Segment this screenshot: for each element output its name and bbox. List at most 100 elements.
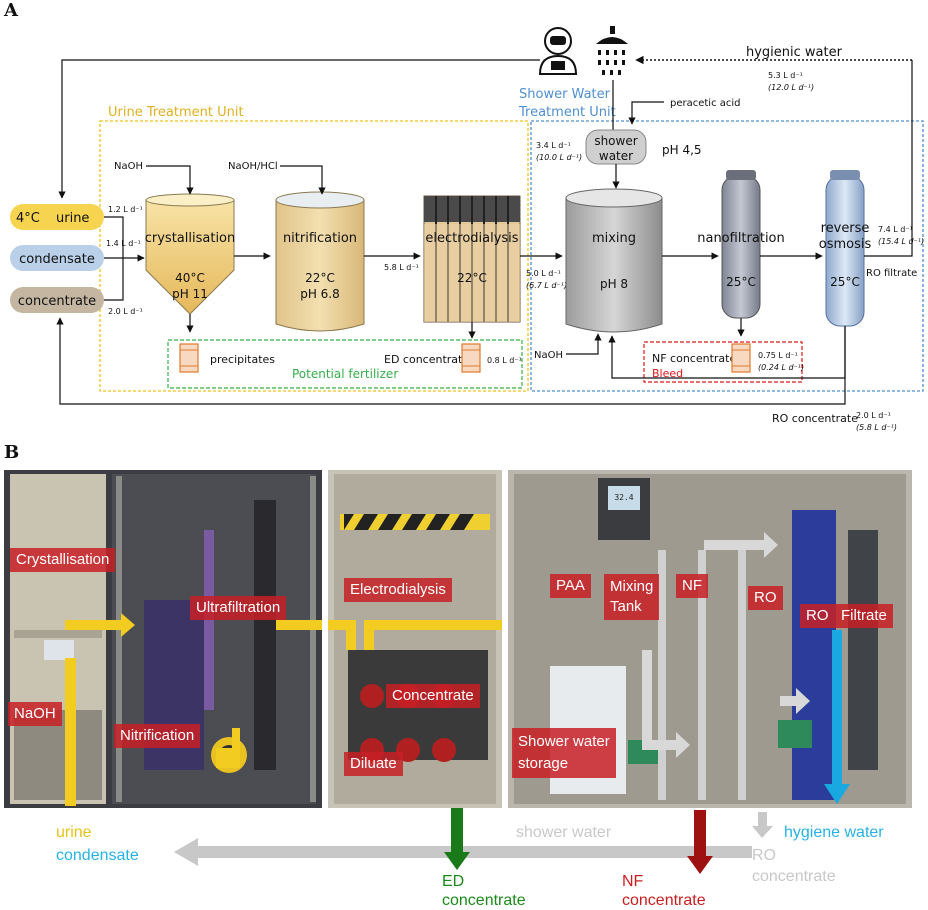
flow-ro-concentrate: 2.0 L d⁻¹ [856, 411, 891, 420]
naoh-mixing-arrow [566, 333, 602, 355]
label-diluate: Diluate [344, 752, 403, 776]
naoh-mixing-label: NaOH [534, 350, 563, 361]
legend-hygiene-water: hygiene water [784, 824, 884, 841]
flow-shower-alt: (10.0 L d⁻¹) [536, 153, 582, 162]
condensate-input: condensate [10, 245, 104, 271]
electrodialysis-stack [423, 195, 521, 323]
nanofiltration-module [721, 170, 761, 319]
ro-filtrate-label: RO filtrate [866, 268, 917, 279]
ro-label-2: osmosis [819, 237, 872, 252]
nf-concentrate-label: NF concentrate [652, 352, 736, 365]
crystallisation-temp: 40°C [175, 271, 205, 285]
label-mixing-tank-line2: Tank [610, 598, 642, 615]
naoh-label: NaOH [114, 161, 143, 172]
ed-concentrate-container-icon [461, 343, 481, 373]
concentrate-input-label: concentrate [18, 294, 96, 309]
flow-ro-filtrate-alt: (15.4 L d⁻¹) [878, 237, 924, 246]
ro-concentrate-return [56, 317, 846, 405]
naoh-hcl-label: NaOH/HCl [228, 161, 278, 172]
shower-icon [596, 26, 628, 75]
ro-concentrate-label: RO concentrate [772, 412, 858, 425]
flow-shower: 3.4 L d⁻¹ [536, 141, 571, 150]
label-concentrate: Concentrate [386, 684, 480, 708]
flow-ed-to-mixing-alt: (6.7 L d⁻¹) [526, 281, 567, 290]
label-naoh: NaOH [8, 702, 62, 726]
crystallisation-ph: pH 11 [172, 287, 208, 301]
nf-concentrate-arrow [687, 810, 713, 874]
label-ro-filtrate: RO Filtrate [800, 604, 893, 628]
precipitates-label: precipitates [210, 353, 275, 366]
shower-tank-ph: pH 4,5 [662, 143, 702, 157]
electrodialysis-temp: 22°C [457, 271, 487, 285]
flow-concentrate: 2.0 L d⁻¹ [108, 307, 143, 316]
shower-tank-label-1: shower [594, 134, 637, 148]
legend-condensate: condensate [56, 847, 139, 864]
mixing-tank [565, 188, 663, 333]
flow-nf-concentrate: 0.75 L d⁻¹ [758, 351, 798, 360]
ed-concentrate-arrow [444, 808, 470, 870]
label-ro: RO [748, 586, 783, 610]
urine-input-label: urine [56, 211, 89, 226]
label-shower-storage-line1: Shower water [518, 733, 610, 750]
nf-concentrate-container-icon [731, 343, 751, 373]
flow-hygienic-alt: (12.0 L d⁻¹) [768, 83, 814, 92]
urine-input: 4°C urine [10, 204, 104, 230]
nanofiltration-temp: 25°C [726, 275, 756, 289]
precipitates-container-icon [179, 343, 199, 373]
flow-ed-concentrate: 0.8 L d⁻¹ [487, 356, 522, 365]
nitrification-ph: pH 6.8 [300, 287, 340, 301]
label-mixing-tank-line1: Mixing [610, 578, 654, 595]
label-ro-filtrate-line1: RO [806, 607, 829, 624]
label-mixing-tank: Mixing Tank [604, 574, 660, 620]
bleed-box [643, 341, 803, 383]
legend-shower-water: shower water [516, 824, 612, 841]
nanofiltration-label: nanofiltration [697, 231, 785, 246]
flow-hygienic: 5.3 L d⁻¹ [768, 71, 803, 80]
label-nitrification: Nitrification [114, 724, 201, 748]
legend-nf-line1: NF [622, 873, 644, 890]
mixing-ph: pH 8 [600, 277, 628, 291]
paa-arrow [628, 101, 664, 125]
legend-nf-line2: concentrate [622, 892, 706, 909]
panel-b-letter: B [4, 442, 20, 463]
concentrate-input: concentrate [10, 287, 104, 313]
label-ro-filtrate-line2: Filtrate [841, 607, 887, 624]
electrodialysis-label: electrodialysis [425, 231, 518, 246]
photo-shower-unit: 32.4 PAA Mixing Tank NF RO RO Filtrate S… [508, 470, 912, 808]
legend-ro-line1: RO [752, 847, 776, 864]
photo-electrodialysis-unit: Electrodialysis Concentrate Diluate [328, 470, 502, 808]
flow-ed-to-mixing: 5.0 L d⁻¹ [526, 269, 561, 278]
pump-display: 32.4 [608, 486, 640, 510]
naoh-arrow [146, 165, 194, 195]
ro-temp: 25°C [830, 275, 860, 289]
label-electrodialysis: Electrodialysis [344, 578, 452, 602]
urine-temperature: 4°C [16, 211, 40, 226]
legend-ed-line1: ED [442, 873, 465, 890]
shower-water-return-arrow [174, 838, 752, 866]
flow-nitrification-to-ed: 5.8 L d⁻¹ [384, 263, 419, 272]
naoh-hcl-arrow [280, 165, 326, 195]
potential-fertilizer-label: Potential fertilizer [292, 367, 398, 381]
photo-urine-unit-arrows [65, 613, 322, 806]
label-paa: PAA [550, 574, 591, 598]
astronaut-icon [538, 27, 578, 75]
flow-ro-concentrate-alt: (5.8 L d⁻¹) [856, 423, 897, 432]
flow-nf-concentrate-alt: (0.24 L d⁻¹) [758, 363, 804, 372]
label-ultrafiltration: Ultrafiltration [190, 596, 287, 620]
flow-ro-filtrate: 7.4 L d⁻¹ [878, 225, 913, 234]
hygienic-water-label: hygienic water [746, 45, 843, 60]
process-flow-diagram: A Urine Treatment Unit Shower Water Trea… [3, 0, 924, 432]
photo-urine-unit: Crystallisation Ultrafiltration NaOH Nit… [4, 470, 322, 808]
nitrification-label: nitrification [283, 231, 357, 246]
ed-concentrate-label: ED concentrate [384, 353, 469, 366]
photo-electrodialysis-unit-arrows [328, 620, 502, 650]
legend-ed-line2: concentrate [442, 892, 526, 909]
label-shower-storage-line2: storage [518, 755, 569, 772]
photo-urine-unit-art [4, 470, 322, 808]
legend-ro-line2: concentrate [752, 868, 836, 885]
shower-treatment-unit-boundary [530, 120, 924, 392]
flow-condensate: 1.4 L d⁻¹ [106, 239, 141, 248]
photo-shower-unit-arrows [642, 532, 850, 804]
urine-treatment-unit-label: Urine Treatment Unit [108, 105, 244, 120]
label-nf: NF [676, 574, 708, 598]
